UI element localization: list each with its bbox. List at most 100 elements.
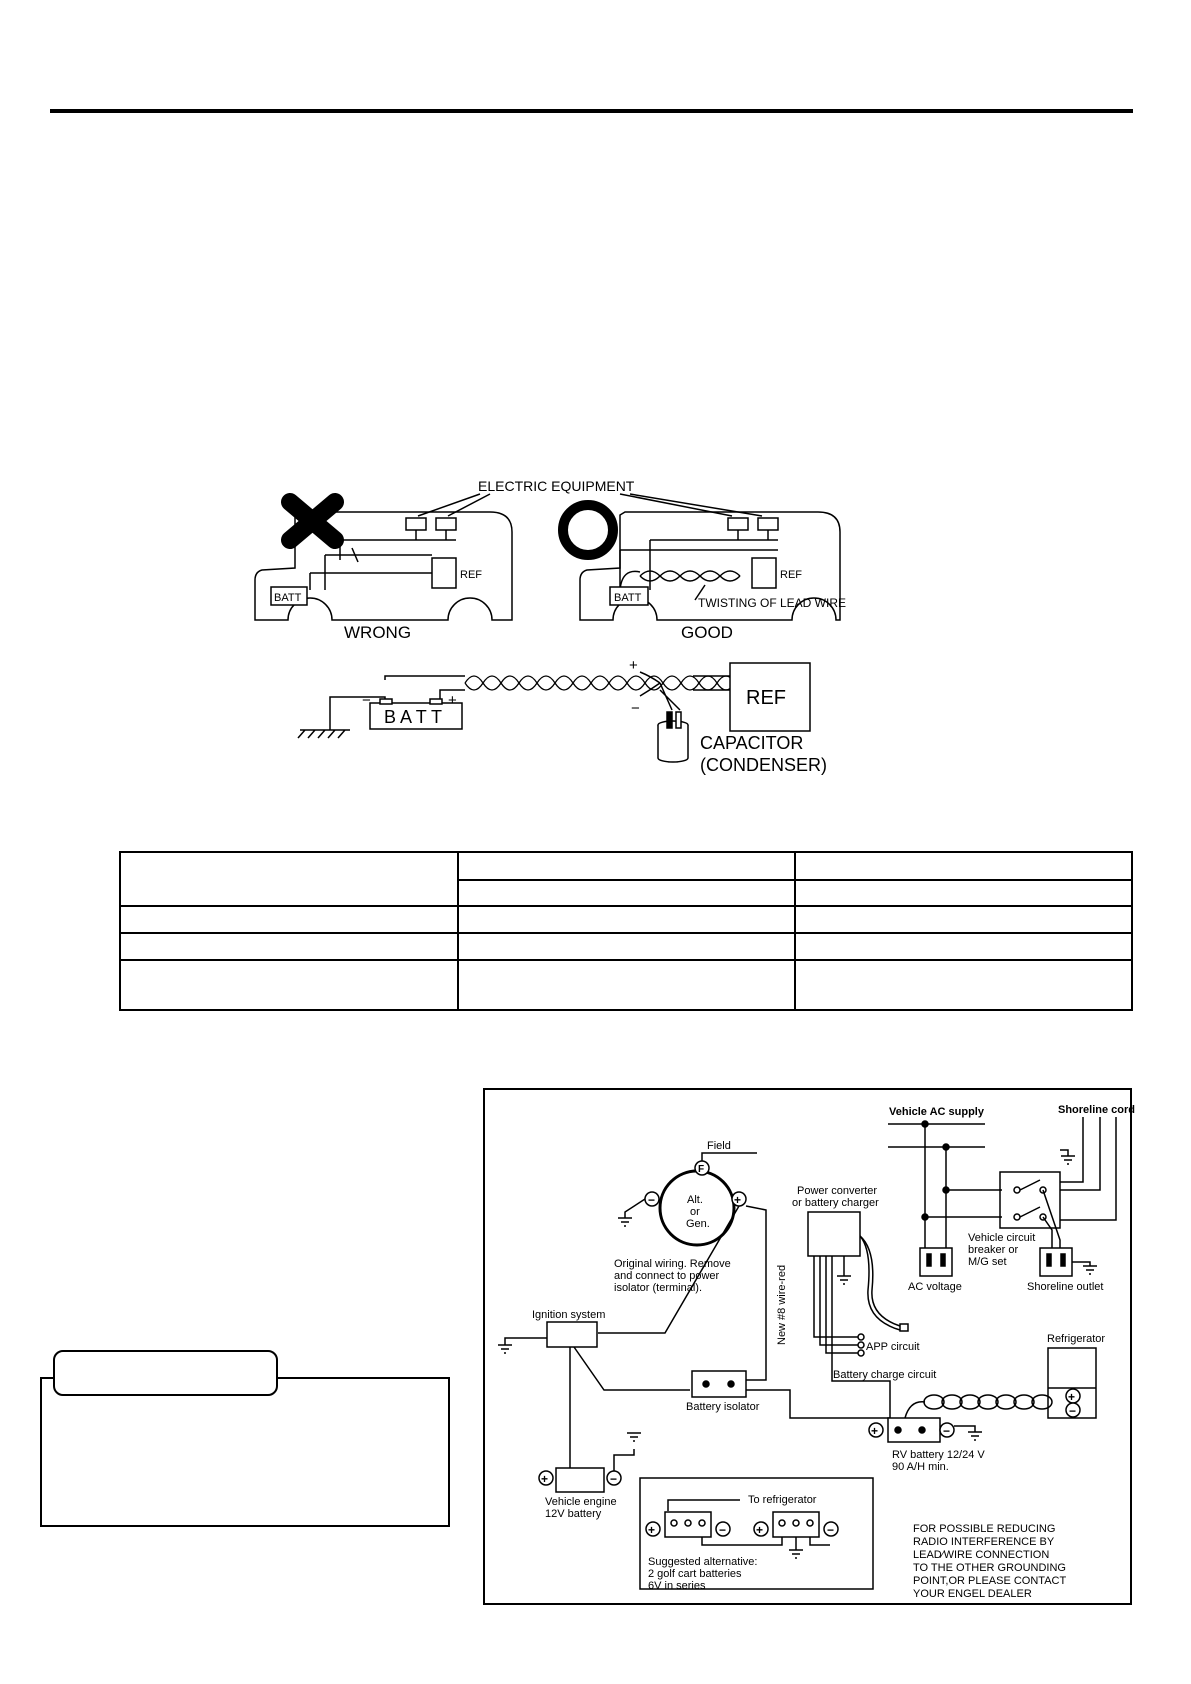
table-cell	[794, 905, 1133, 934]
vehicle-circuit-label-1: Vehicle circuit	[968, 1232, 1035, 1244]
capacitor-batt-minus: −	[362, 692, 371, 709]
electric-equipment-label: ELECTRIC EQUIPMENT	[478, 478, 635, 494]
original-wiring-1: Original wiring. Remove	[614, 1258, 731, 1270]
ignition-system-box	[546, 1321, 598, 1348]
ignition-system-label: Ignition system	[532, 1309, 605, 1321]
original-wiring-3: isolator (terminal).	[614, 1282, 702, 1294]
table-cell	[457, 905, 796, 934]
interference-note-2: RADIO INTERFERENCE BY	[913, 1536, 1055, 1548]
twisting-label: TWISTING OF LEAD WIRE	[698, 596, 846, 610]
capacitor-plus: +	[629, 657, 638, 674]
rv-battery-label-2: 90 A/H min.	[892, 1461, 949, 1473]
capacitor-ref-label: REF	[746, 687, 786, 709]
table-row	[119, 932, 1133, 961]
fridge-plus: +	[1068, 1390, 1075, 1404]
good-o-icon	[558, 500, 618, 560]
table-cell	[794, 932, 1133, 961]
good-twisted-wire	[639, 570, 741, 582]
golf-2-plus: +	[756, 1523, 763, 1537]
capacitor-ref-box	[729, 662, 811, 732]
suggested-alternative-box	[639, 1477, 874, 1590]
shoreline-outlet-label: Shoreline outlet	[1027, 1281, 1103, 1293]
rv-twisted-lead	[904, 1401, 926, 1419]
ground-symbol	[297, 729, 350, 739]
ac-outlet	[919, 1247, 953, 1277]
suggested-label-3: 6V in series	[648, 1580, 706, 1592]
interference-note-5: POINT,OR PLEASE CONTACT	[913, 1575, 1066, 1587]
condenser-label: (CONDENSER)	[700, 755, 827, 775]
new-wire-label: New #8 wire-red	[776, 1265, 788, 1345]
golf-1-minus: −	[719, 1523, 726, 1537]
table-row	[119, 905, 1133, 934]
field-f-label: F	[698, 1164, 704, 1175]
power-converter-label-2: or battery charger	[792, 1197, 879, 1209]
power-converter-box	[807, 1211, 861, 1257]
wrong-x-icon	[281, 493, 344, 549]
table-cell	[119, 851, 459, 907]
engine-batt-minus: −	[610, 1472, 617, 1486]
capacitor-batt-label: B A T T	[384, 707, 442, 727]
golf-2-minus: −	[827, 1523, 834, 1537]
alt-plus: +	[734, 1193, 741, 1207]
interference-note-1: FOR POSSIBLE REDUCING	[913, 1523, 1055, 1535]
table-cell	[119, 905, 459, 934]
fridge-minus: −	[1069, 1404, 1076, 1418]
alt-label-2: or	[690, 1206, 700, 1218]
table-cell	[457, 851, 796, 881]
rv-batt-plus: +	[871, 1424, 878, 1438]
wrong-label: WRONG	[344, 623, 411, 642]
table-cell	[119, 959, 459, 1011]
note-callout-tab	[53, 1350, 278, 1396]
table-row	[119, 959, 1133, 1011]
capacitor-batt-box	[369, 702, 463, 730]
to-refrigerator-label: To refrigerator	[748, 1494, 817, 1506]
refrigerator-label: Refrigerator	[1047, 1333, 1105, 1345]
interference-note-3: LEAD∕WIRE CONNECTION	[913, 1549, 1049, 1561]
good-ref-label: REF	[780, 569, 802, 581]
battery-charge-circuit-label: Battery charge circuit	[833, 1369, 936, 1381]
battery-isolator-icon	[691, 1370, 747, 1398]
power-converter-label-1: Power converter	[797, 1185, 877, 1197]
battery-isolator-label: Battery isolator	[686, 1401, 760, 1413]
header-rule	[50, 109, 1133, 113]
vehicle-circuit-label-2: breaker or	[968, 1244, 1018, 1256]
good-batt-label: BATT	[614, 592, 642, 604]
spec-table	[119, 851, 1133, 1011]
alt-label-1: Alt.	[687, 1194, 703, 1206]
table-cell	[119, 932, 459, 961]
twisted-lead-helix	[464, 675, 754, 691]
ac-voltage-label: AC voltage	[908, 1281, 962, 1293]
table-cell	[794, 959, 1133, 1011]
table-cell	[457, 959, 796, 1011]
table-cell	[457, 932, 796, 961]
vehicle-engine-battery	[555, 1467, 605, 1493]
wrong-batt-label: BATT	[274, 592, 302, 604]
suggested-label-1: Suggested alternative:	[648, 1556, 757, 1568]
good-vehicle-outline	[579, 511, 841, 621]
wrong-ref-label: REF	[460, 569, 482, 581]
vehicle-engine-label-2: 12V battery	[545, 1508, 602, 1520]
engine-batt-plus: +	[541, 1472, 548, 1486]
vehicle-engine-label-1: Vehicle engine	[545, 1496, 617, 1508]
good-batt-box	[609, 586, 649, 606]
golf-1-plus: +	[648, 1523, 655, 1537]
table-row	[119, 851, 1133, 907]
interference-note-4: TO THE OTHER GROUNDING	[913, 1562, 1066, 1574]
vehicle-circuit-breaker	[999, 1171, 1061, 1229]
wiring-diagram-frame	[483, 1088, 1132, 1605]
wrong-vehicle-outline	[254, 511, 513, 621]
alt-minus: −	[648, 1193, 655, 1207]
wiring-comparison-diagram: ELECTRIC EQUIPMENT REF BATT WRONG REF BA…	[254, 478, 846, 775]
wrong-batt-box	[270, 586, 308, 606]
capacitor-minus: −	[631, 700, 640, 717]
rv-batt-minus: −	[943, 1424, 950, 1438]
table-cell	[794, 851, 1133, 881]
good-label: GOOD	[681, 623, 733, 642]
rv-twisted-lead-loops	[923, 1394, 1053, 1410]
wrong-ref-box	[431, 557, 457, 589]
vehicle-ac-supply-label: Vehicle AC supply	[889, 1106, 985, 1118]
refrigerator-box	[1047, 1347, 1097, 1419]
app-circuit-label: APP circuit	[866, 1341, 920, 1353]
interference-note-6: YOUR ENGEL DEALER	[913, 1588, 1032, 1600]
